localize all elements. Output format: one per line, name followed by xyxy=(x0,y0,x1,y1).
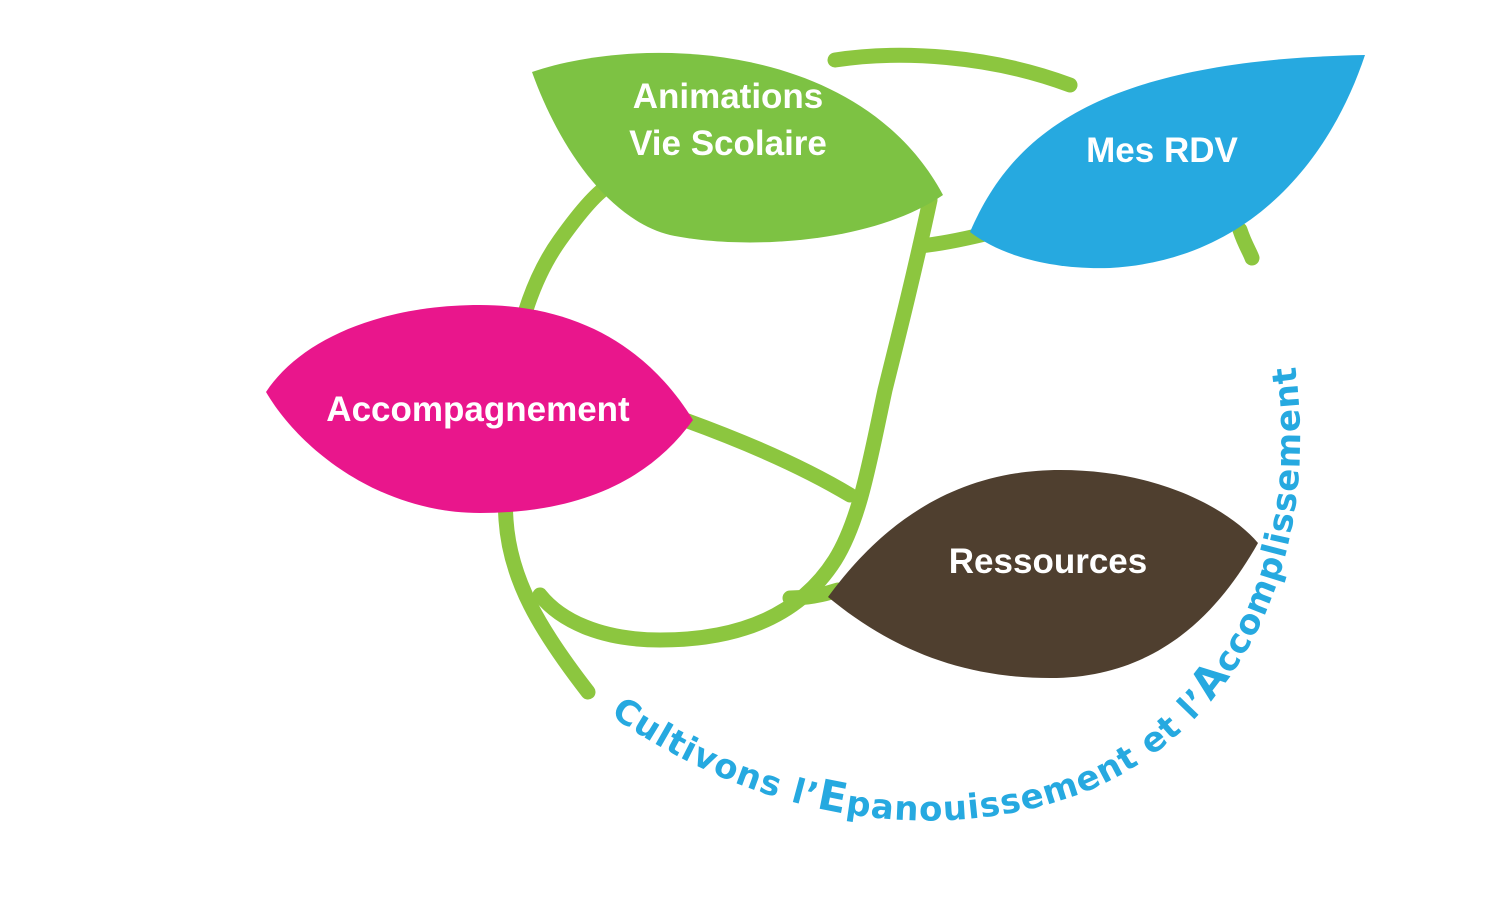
stem-top-arch xyxy=(827,47,1078,93)
slogan-prefix: Cultivons l’ xyxy=(605,689,823,816)
leaf-shape-rdv xyxy=(970,55,1365,269)
stem-center xyxy=(532,192,938,648)
leaf-shape-ressources xyxy=(828,470,1258,678)
stem-right-tail xyxy=(1232,222,1260,266)
leaf-ressources[interactable]: Ressources xyxy=(828,470,1258,678)
leaf-mes-rdv[interactable]: Mes RDV xyxy=(970,55,1365,269)
leaf-accompagnement[interactable]: Accompagnement xyxy=(266,305,693,513)
stem-branch-accompagnement xyxy=(677,412,858,503)
leaf-shape-accompagnement xyxy=(266,305,693,513)
leaf-shape-animations xyxy=(532,52,943,243)
slogan-middle: panouissement et l’ xyxy=(844,681,1217,830)
leaf-animations-vie-scolaire[interactable]: Animations Vie Scolaire xyxy=(532,52,943,243)
